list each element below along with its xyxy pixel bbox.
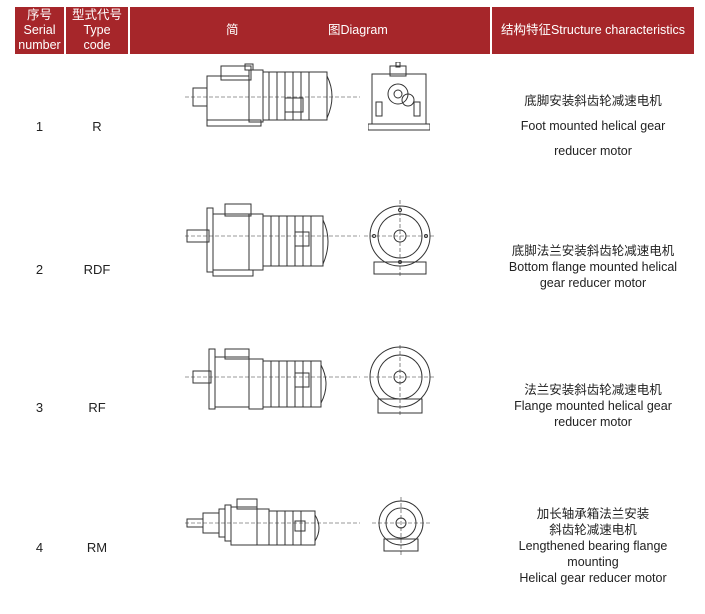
header-type: 型式代号 Type code: [66, 7, 128, 54]
row-3-desc-cn: 法兰安装斜齿轮减速电机: [524, 383, 662, 397]
row-3-code: RF: [88, 400, 106, 415]
row-1-description: 底脚安装斜齿轮减速电机 Foot mounted helical gear re…: [492, 93, 694, 159]
header-serial-en: Serial: [23, 23, 56, 37]
row-4-desc-cn-2: 斜齿轮减速电机: [549, 523, 637, 537]
header-type-en: Type: [83, 23, 111, 37]
row-3-serial: 3: [35, 400, 44, 415]
row-1-end-view-diagram: [368, 62, 430, 132]
row-2-end-view-diagram: [364, 200, 436, 278]
row-4-desc-en-2: mounting: [567, 555, 619, 569]
header-serial: 序号 Serial number: [15, 7, 64, 54]
row-4-desc-cn-1: 加长轴承箱法兰安装: [536, 507, 650, 521]
row-1-serial: 1: [35, 119, 44, 134]
row-4-serial: 4: [35, 540, 44, 555]
header-diagram-en: 图Diagram: [328, 23, 388, 37]
row-3-description: 法兰安装斜齿轮减速电机 Flange mounted helical gear …: [492, 382, 694, 430]
header-structure-label: 结构特征Structure characteristics: [500, 23, 686, 37]
row-1-desc-en-1: Foot mounted helical gear: [520, 119, 666, 133]
header-type-en2: code: [83, 38, 111, 52]
header-structure: 结构特征Structure characteristics: [492, 7, 694, 54]
row-2-side-view-diagram: [185, 200, 360, 280]
row-1-code: R: [92, 119, 102, 134]
row-4-end-view-diagram: [372, 497, 430, 555]
row-3-end-view-diagram: [364, 345, 436, 417]
row-2-description: 底脚法兰安装斜齿轮减速电机 Bottom flange mounted heli…: [492, 243, 694, 291]
row-4-side-view-diagram: [185, 495, 360, 555]
row-1-side-view-diagram: [185, 58, 360, 133]
header-serial-en2: number: [18, 38, 61, 52]
row-2-serial: 2: [35, 262, 44, 277]
row-3-side-view-diagram: [185, 345, 360, 417]
header-diagram: 简 图Diagram: [130, 7, 490, 54]
row-4-desc-en-3: Helical gear reducer motor: [519, 571, 667, 585]
row-4-code: RM: [86, 540, 108, 555]
row-3-desc-en-2: reducer motor: [554, 415, 632, 429]
row-1-desc-en-2: reducer motor: [554, 144, 632, 158]
header-type-cn: 型式代号: [71, 8, 122, 22]
header-diagram-cn: 简: [226, 23, 239, 37]
row-3-desc-en-1: Flange mounted helical gear: [514, 399, 672, 413]
row-2-code: RDF: [83, 262, 111, 277]
header-serial-cn: 序号: [26, 8, 52, 22]
row-2-desc-en-2: gear reducer motor: [539, 276, 647, 290]
row-2-desc-cn: 底脚法兰安装斜齿轮减速电机: [511, 244, 675, 258]
row-4-desc-en-1: Lengthened bearing flange: [518, 539, 668, 553]
row-2-desc-en-1: Bottom flange mounted helical: [508, 260, 678, 274]
row-4-description: 加长轴承箱法兰安装 斜齿轮减速电机 Lengthened bearing fla…: [492, 506, 694, 586]
row-1-desc-cn: 底脚安装斜齿轮减速电机: [524, 94, 662, 108]
